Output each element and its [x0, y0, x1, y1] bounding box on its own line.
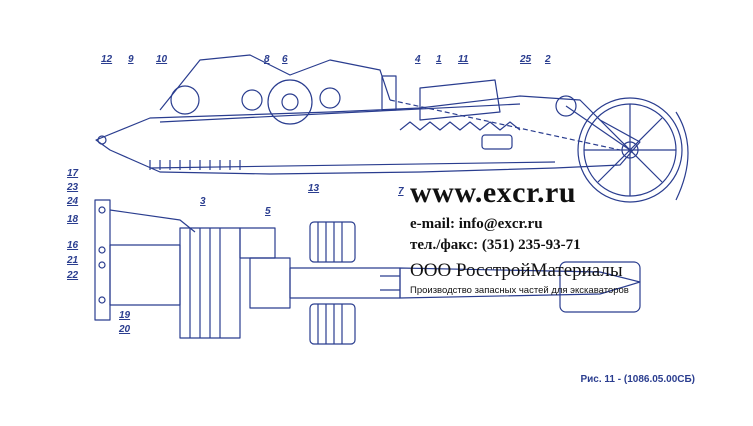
frame-block-lines [189, 228, 221, 338]
callout-6: 6 [282, 54, 288, 65]
callout-12: 12 [101, 54, 113, 65]
boom-lower-edge [149, 161, 556, 169]
rear-wheel [577, 97, 683, 203]
teeth-track [399, 121, 521, 131]
callout-23: 23 [67, 182, 79, 193]
wheel-plan [559, 261, 641, 313]
boom-plan [399, 267, 641, 299]
cylinder-5 [239, 227, 276, 259]
boom-beam [95, 95, 641, 175]
watermark-phone: тел./факс: (351) 235-93-71 [410, 237, 581, 253]
pin-21 [98, 261, 106, 269]
callout-1: 1 [436, 54, 442, 65]
rib-3 [380, 275, 400, 291]
watermark-site: www.excr.ru [410, 176, 577, 209]
sprocket-teeth [317, 222, 343, 344]
sprocket-upper [309, 221, 356, 263]
front-pin [97, 135, 107, 145]
callout-10: 10 [156, 54, 168, 65]
label-plate [481, 134, 513, 150]
watermark-email: e-mail: info@excr.ru [410, 216, 543, 232]
gearbox [109, 244, 181, 306]
sprocket-lower [309, 303, 356, 345]
callout-11: 11 [458, 54, 469, 65]
side-view [95, 54, 689, 203]
pin-16 [98, 246, 106, 254]
hydraulic-line [389, 99, 621, 151]
chain-3 [109, 209, 196, 233]
upper-frame [159, 54, 391, 111]
outer-arc [675, 111, 689, 201]
roller-6-hub [281, 93, 299, 111]
roller-9-10 [170, 85, 200, 115]
roller-8 [241, 89, 263, 111]
callout-7: 7 [398, 186, 404, 197]
pin-22 [98, 296, 106, 304]
watermark-company: ООО РосстройМатериалы [410, 260, 623, 281]
callout-8: 8 [264, 54, 270, 65]
callout-20: 20 [119, 324, 131, 335]
callout-3: 3 [200, 196, 206, 207]
cylinder-4 [381, 75, 397, 111]
figure-caption: Рис. 11 - (1086.05.00СБ) [580, 374, 695, 385]
roller-6 [267, 79, 313, 125]
callout-18: 18 [67, 214, 79, 225]
callout-9: 9 [128, 54, 134, 65]
support-arm [565, 105, 631, 151]
watermark-tagline: Производство запасных частей для экскава… [410, 285, 629, 296]
roller-small [319, 87, 341, 109]
callout-5: 5 [265, 206, 271, 217]
callout-16: 16 [67, 240, 79, 251]
plan-view [94, 199, 641, 345]
callout-24: 24 [67, 196, 79, 207]
bottom-ribs [149, 160, 241, 170]
track-guard-11 [419, 79, 501, 121]
idler-2 [555, 95, 577, 117]
callout-2: 2 [545, 54, 551, 65]
callout-13: 13 [308, 183, 320, 194]
callout-19: 19 [119, 310, 131, 321]
shaft [289, 267, 401, 299]
pin-17 [98, 206, 106, 214]
callout-25: 25 [520, 54, 532, 65]
drive-housing [249, 257, 291, 309]
callout-17: 17 [67, 168, 79, 179]
boom-upper-edge [159, 103, 521, 123]
frame-left [94, 199, 111, 321]
callout-22: 22 [67, 270, 79, 281]
callout-21: 21 [67, 255, 79, 266]
callout-4: 4 [415, 54, 421, 65]
